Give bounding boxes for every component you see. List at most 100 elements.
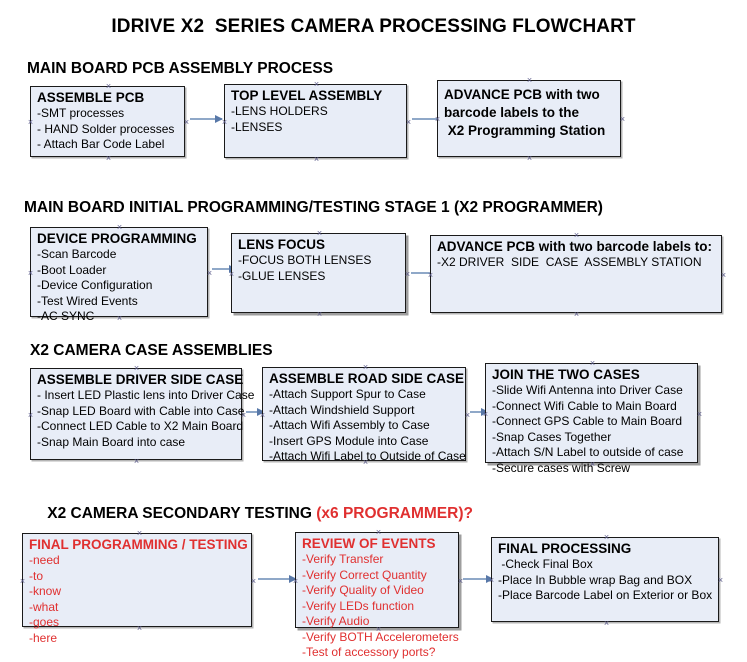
node-line: -Attach S/N Label to outside of case	[492, 445, 684, 459]
connector-handle-top[interactable]	[133, 365, 140, 372]
connector-handle-right[interactable]	[720, 272, 727, 279]
node-line: -X2 DRIVER SIDE CASE ASSEMBLY STATION	[437, 255, 702, 269]
node-line: -Place In Bubble wrap Bag and BOX	[498, 572, 693, 587]
node-assemble-road-side-case[interactable]: ASSEMBLE ROAD SIDE CASE -Attach Support …	[262, 364, 466, 463]
connector-handle-left[interactable]	[19, 578, 26, 585]
node-title: ADVANCE PCB with two barcode labels to:	[437, 239, 713, 254]
node-line: -Device Configuration	[37, 278, 153, 292]
node-line: -LENS HOLDERS	[231, 104, 328, 118]
node-line: -Verify Transfer	[302, 552, 384, 566]
node-title: ASSEMBLE PCB	[37, 90, 145, 105]
node-title: FINAL PROGRAMMING / TESTING	[29, 537, 248, 552]
connector-handle-right[interactable]	[250, 578, 257, 585]
node-title: ASSEMBLE ROAD SIDE CASE	[269, 371, 465, 386]
node-title: X2 Programming Station	[444, 123, 606, 138]
node-line: -Verify Audio	[302, 614, 370, 628]
node-line: -AC SYNC	[37, 309, 95, 323]
node-line: -Snap LED Board with Cable into Case	[37, 403, 245, 418]
node-body: ASSEMBLE ROAD SIDE CASE -Attach Support …	[269, 371, 466, 465]
node-line: -goes	[29, 615, 60, 629]
node-body: ADVANCE PCB with two barcode labels to t…	[444, 86, 618, 140]
connector-handle-bottom[interactable]	[573, 311, 580, 318]
connector-handle-bottom[interactable]	[603, 620, 610, 627]
section-heading-4-main: X2 CAMERA SECONDARY TESTING	[47, 505, 317, 522]
connector-handle-top[interactable]	[526, 77, 533, 84]
connector-handle-top[interactable]	[589, 360, 596, 367]
node-line: -GLUE LENSES	[238, 268, 326, 283]
connector-handle-left[interactable]	[27, 412, 34, 419]
connector-handle-bottom[interactable]	[313, 156, 320, 163]
node-join-the-two-cases[interactable]: JOIN THE TWO CASES -Slide Wifi Antenna i…	[485, 360, 698, 475]
connector-handle-right[interactable]	[464, 412, 471, 419]
section-heading-3: X2 CAMERA CASE ASSEMBLIES	[30, 342, 273, 359]
node-advance-pcb-case-assembly[interactable]: ADVANCE PCB with two barcode labels to: …	[430, 235, 722, 313]
node-line: - Insert LED Plastic lens into Driver Ca…	[37, 388, 255, 402]
connector-handle-top[interactable]	[316, 230, 323, 237]
node-line: -Insert GPS Module into Case	[269, 433, 429, 448]
node-line: -Test Wired Events	[37, 293, 138, 308]
node-line: -Snap Cases Together	[492, 429, 612, 444]
connector-handle-right[interactable]	[404, 271, 411, 278]
node-line: -need	[29, 553, 60, 567]
page-title: IDRIVE X2 SERIES CAMERA PROCESSING FLOWC…	[111, 16, 636, 37]
node-final-processing[interactable]: FINAL PROCESSING -Check Final Box -Place…	[491, 537, 719, 622]
section-heading-1: MAIN BOARD PCB ASSEMBLY PROCESS	[27, 60, 334, 77]
node-line: -Snap Main Board into case	[37, 434, 186, 449]
node-line: -Attach Wifi Assembly to Case	[269, 418, 430, 432]
node-line: -Attach Support Spur to Case	[269, 387, 426, 401]
node-body: ASSEMBLE DRIVER SIDE CASE - Insert LED P…	[37, 372, 255, 450]
connector-handle-bottom[interactable]	[133, 458, 140, 465]
node-lens-focus[interactable]: LENS FOCUS -FOCUS BOTH LENSES -GLUE LENS…	[231, 233, 406, 313]
connector-handle-right[interactable]	[405, 119, 412, 126]
node-line: - Attach Bar Code Label	[37, 137, 165, 151]
connector-handle-right[interactable]	[183, 119, 190, 126]
node-line: -Scan Barcode	[37, 247, 117, 261]
connector-handle-top[interactable]	[313, 81, 320, 88]
connector-handle-top[interactable]	[573, 232, 580, 239]
connector-handle-right[interactable]	[696, 411, 703, 418]
node-line: -Verify BOTH Accelerometers	[302, 629, 459, 644]
node-title: DEVICE PROGRAMMING	[37, 231, 197, 246]
connector-handle-bottom[interactable]	[105, 155, 112, 162]
connector-handle-top[interactable]	[116, 224, 123, 231]
node-advance-pcb-programming-station[interactable]: ADVANCE PCB with two barcode labels to t…	[437, 80, 621, 157]
node-assemble-driver-side-case[interactable]: ASSEMBLE DRIVER SIDE CASE - Insert LED P…	[27, 365, 255, 460]
node-review-of-events[interactable]: REVIEW OF EVENTS -Verify Transfer -Verif…	[295, 532, 459, 659]
node-line: -Secure cases with Screw	[492, 460, 631, 475]
node-line: -know	[29, 584, 62, 598]
connector-handle-right[interactable]	[717, 577, 724, 584]
section-heading-4: X2 CAMERA SECONDARY TESTING (x6 PROGRAMM…	[30, 487, 473, 541]
node-body: FINAL PROCESSING -Check Final Box -Place…	[498, 541, 716, 604]
node-line: -SMT processes	[37, 106, 125, 120]
node-title: JOIN THE TWO CASES	[492, 367, 640, 382]
node-body: LENS FOCUS -FOCUS BOTH LENSES -GLUE LENS…	[238, 237, 403, 284]
section-heading-2: MAIN BOARD INITIAL PROGRAMMING/TESTING S…	[24, 199, 603, 216]
node-title: LENS FOCUS	[238, 237, 326, 252]
arrow-assemble-pcb-to-top-level	[190, 115, 223, 123]
node-line: -Test of accessory ports?	[302, 645, 436, 659]
node-line: -Boot Loader	[37, 262, 107, 277]
node-line: -here	[29, 630, 58, 645]
arrow-review-events-to-final-processing	[463, 575, 494, 583]
node-line: -to	[29, 568, 44, 583]
node-title: FINAL PROCESSING	[498, 541, 632, 556]
connector-handle-top[interactable]	[105, 83, 112, 90]
node-device-programming[interactable]: DEVICE PROGRAMMING -Scan Barcode -Boot L…	[27, 224, 208, 323]
connector-handle-bottom[interactable]	[316, 311, 323, 318]
node-line: -Attach Wifi Label to Outside of Case	[269, 449, 466, 463]
node-body: TOP LEVEL ASSEMBLY -LENS HOLDERS -LENSES	[231, 88, 404, 135]
connector-handle-right[interactable]	[619, 116, 626, 123]
connector-handle-top[interactable]	[603, 534, 610, 541]
connector-handle-right[interactable]	[206, 270, 213, 277]
node-line: -Verify Quality of Video	[302, 583, 424, 597]
node-final-programming-testing[interactable]: FINAL PROGRAMMING / TESTING -need -to -k…	[19, 533, 252, 645]
node-assemble-pcb[interactable]: ASSEMBLE PCB -SMT processes - HAND Solde…	[30, 86, 185, 157]
connector-handle-left[interactable]	[27, 119, 34, 126]
node-top-level-assembly[interactable]: TOP LEVEL ASSEMBLY -LENS HOLDERS -LENSES	[224, 84, 407, 158]
node-body: REVIEW OF EVENTS -Verify Transfer -Verif…	[302, 536, 459, 661]
node-line: -Check Final Box	[498, 557, 593, 571]
connector-handle-top[interactable]	[362, 364, 369, 371]
node-line: -Verify Correct Quantity	[302, 567, 427, 582]
connector-handle-left[interactable]	[27, 270, 34, 277]
connector-handle-bottom[interactable]	[526, 155, 533, 162]
